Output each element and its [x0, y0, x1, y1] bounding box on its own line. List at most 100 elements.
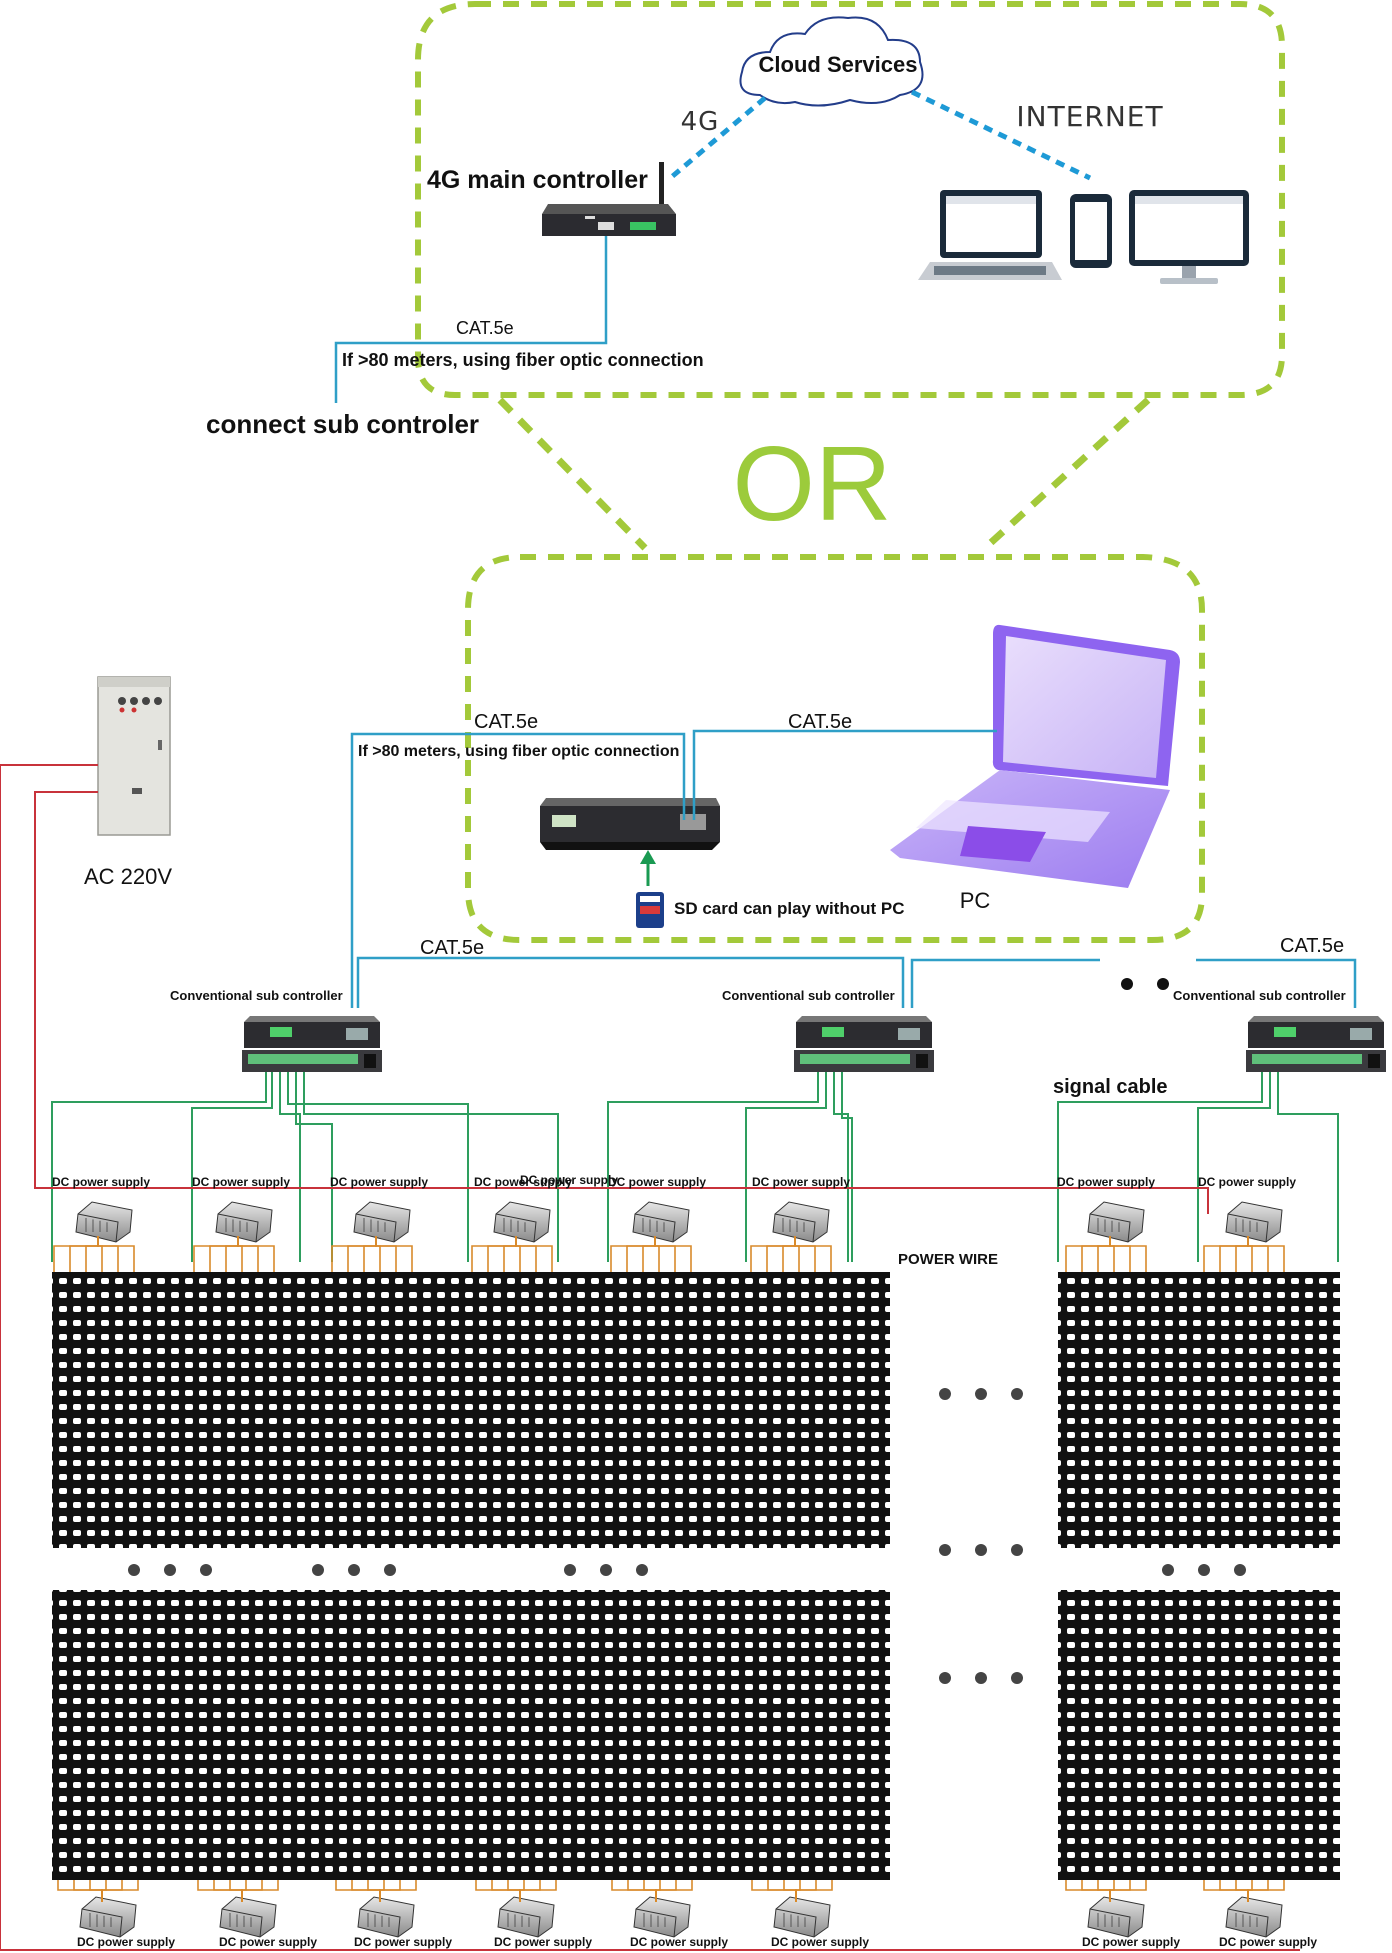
- laptop-icon: [890, 624, 1180, 888]
- power-wire: [519, 1880, 557, 1902]
- led-grid-icon: [1058, 1590, 1340, 1880]
- power-wire: [347, 1236, 377, 1272]
- power-wire: [471, 1236, 517, 1272]
- pc-fiber-note: If >80 meters, using fiber optic connect…: [358, 743, 679, 760]
- continuation-dot: [1157, 978, 1169, 990]
- continuation-dot: [1121, 978, 1133, 990]
- or-label: OR: [733, 425, 892, 543]
- psu-label: DC power supply: [771, 1935, 869, 1949]
- power-wire: [766, 1236, 796, 1272]
- power-supply-icon: [1087, 1201, 1145, 1243]
- psu-label: DC power supply: [1198, 1175, 1296, 1189]
- signal-wire: [287, 1072, 469, 1262]
- bus-cat5e-right-label: CAT.5e: [1280, 935, 1344, 957]
- power-supply-icon: [1225, 1896, 1283, 1938]
- signal-wire: [1197, 1072, 1271, 1262]
- sub-controller-label: Conventional sub controller: [170, 988, 343, 1003]
- pc-cat5e-right-label: CAT.5e: [788, 711, 852, 733]
- power-supply-icon: [357, 1896, 415, 1938]
- 4g-group-boundary: [415, 1, 1285, 398]
- controller-to-subs-cable-top: [350, 732, 686, 1008]
- power-supply-icon: [493, 1201, 551, 1243]
- power-wire: [85, 1236, 99, 1272]
- power-wire: [1065, 1236, 1111, 1272]
- power-wire: [225, 1236, 239, 1272]
- power-wire: [515, 1236, 553, 1272]
- power-supply-icon: [353, 1201, 411, 1243]
- led-grid-icon: [52, 1590, 890, 1880]
- led-grid-icon: [1058, 1272, 1340, 1548]
- power-wire: [503, 1236, 517, 1272]
- power-supply-icon: [632, 1201, 690, 1243]
- power-wire: [1097, 1236, 1111, 1272]
- signal-wire: [51, 1072, 267, 1262]
- power-wire: [794, 1236, 832, 1272]
- signal-wire: [745, 1072, 827, 1262]
- controller-icon: [794, 1016, 934, 1072]
- power-supply-icon: [75, 1201, 133, 1243]
- sd-card-icon: [636, 892, 664, 928]
- psu-label: DC power supply: [494, 1935, 592, 1949]
- power-wire: [654, 1236, 692, 1272]
- laptop-icon: [918, 190, 1062, 280]
- power-supply-icon: [773, 1896, 831, 1938]
- power-wire: [331, 1236, 377, 1272]
- signal-wire: [1277, 1072, 1339, 1262]
- psu-label: DC power supply: [520, 1173, 618, 1187]
- power-wire-label: POWER WIRE: [898, 1251, 998, 1268]
- psu-label: DC power supply: [77, 1935, 175, 1949]
- psu-label: DC power supply: [354, 1935, 452, 1949]
- power-wire: [379, 1880, 417, 1902]
- power-wire: [241, 1880, 279, 1902]
- 4g-link: [666, 96, 767, 182]
- 4g-fiber-note: If >80 meters, using fiber optic connect…: [342, 350, 704, 370]
- power-wire: [1219, 1236, 1249, 1272]
- power-wire: [642, 1236, 656, 1272]
- psu-label: DC power supply: [1057, 1175, 1155, 1189]
- signal-bus-1: [356, 956, 905, 1008]
- power-supply-icon: [633, 1896, 691, 1938]
- internet-link: [910, 89, 1092, 181]
- sub-controller-layer: [51, 1016, 1386, 1262]
- power-wire: [1203, 1236, 1249, 1272]
- power-wire: [655, 1880, 693, 1902]
- power-supply-icon: [1225, 1201, 1283, 1243]
- controller-icon: [242, 1016, 382, 1072]
- psu-label: DC power supply: [52, 1175, 150, 1189]
- sd-card-note: SD card can play without PC: [674, 899, 905, 918]
- led-grid-layer: [52, 1236, 1340, 1902]
- controller-icon: [540, 798, 720, 850]
- power-wire: [101, 1880, 139, 1902]
- psu-label: DC power supply: [219, 1935, 317, 1949]
- or-connector-right: [982, 397, 1151, 551]
- power-wire: [750, 1236, 796, 1272]
- connect-sub-controller-label: connect sub controler: [206, 409, 479, 439]
- power-wire: [193, 1236, 239, 1272]
- psu-label: DC power supply: [752, 1175, 850, 1189]
- psu-label: DC power supply: [1219, 1935, 1317, 1949]
- signal-wire: [191, 1072, 273, 1262]
- power-wire: [53, 1236, 99, 1272]
- 4g-cat5e-label: CAT.5e: [456, 318, 514, 338]
- power-supply-icon: [219, 1896, 277, 1938]
- psu-label: DC power supply: [192, 1175, 290, 1189]
- psu-label: DC power supply: [608, 1175, 706, 1189]
- power-wire: [1235, 1236, 1249, 1272]
- sub-controller-label: Conventional sub controller: [1173, 988, 1346, 1003]
- power-wire: [237, 1236, 275, 1272]
- power-supply-icon: [497, 1896, 555, 1938]
- power-wire: [1081, 1236, 1111, 1272]
- phone-icon: [1070, 194, 1112, 268]
- or-connector-left: [497, 397, 648, 551]
- antenna-icon: [659, 162, 664, 210]
- cloud-icon: [739, 16, 924, 107]
- psu-label: DC power supply: [1082, 1935, 1180, 1949]
- sub-controller-label: Conventional sub controller: [722, 988, 895, 1003]
- cloud-services-label: Cloud Services: [759, 52, 918, 77]
- pc-group-boundary: [465, 554, 1205, 943]
- internet-link-label: INTERNET: [1016, 100, 1163, 133]
- led-grid-icon: [52, 1272, 890, 1548]
- controller-icon: [1246, 1016, 1386, 1072]
- signal-wire: [295, 1072, 333, 1262]
